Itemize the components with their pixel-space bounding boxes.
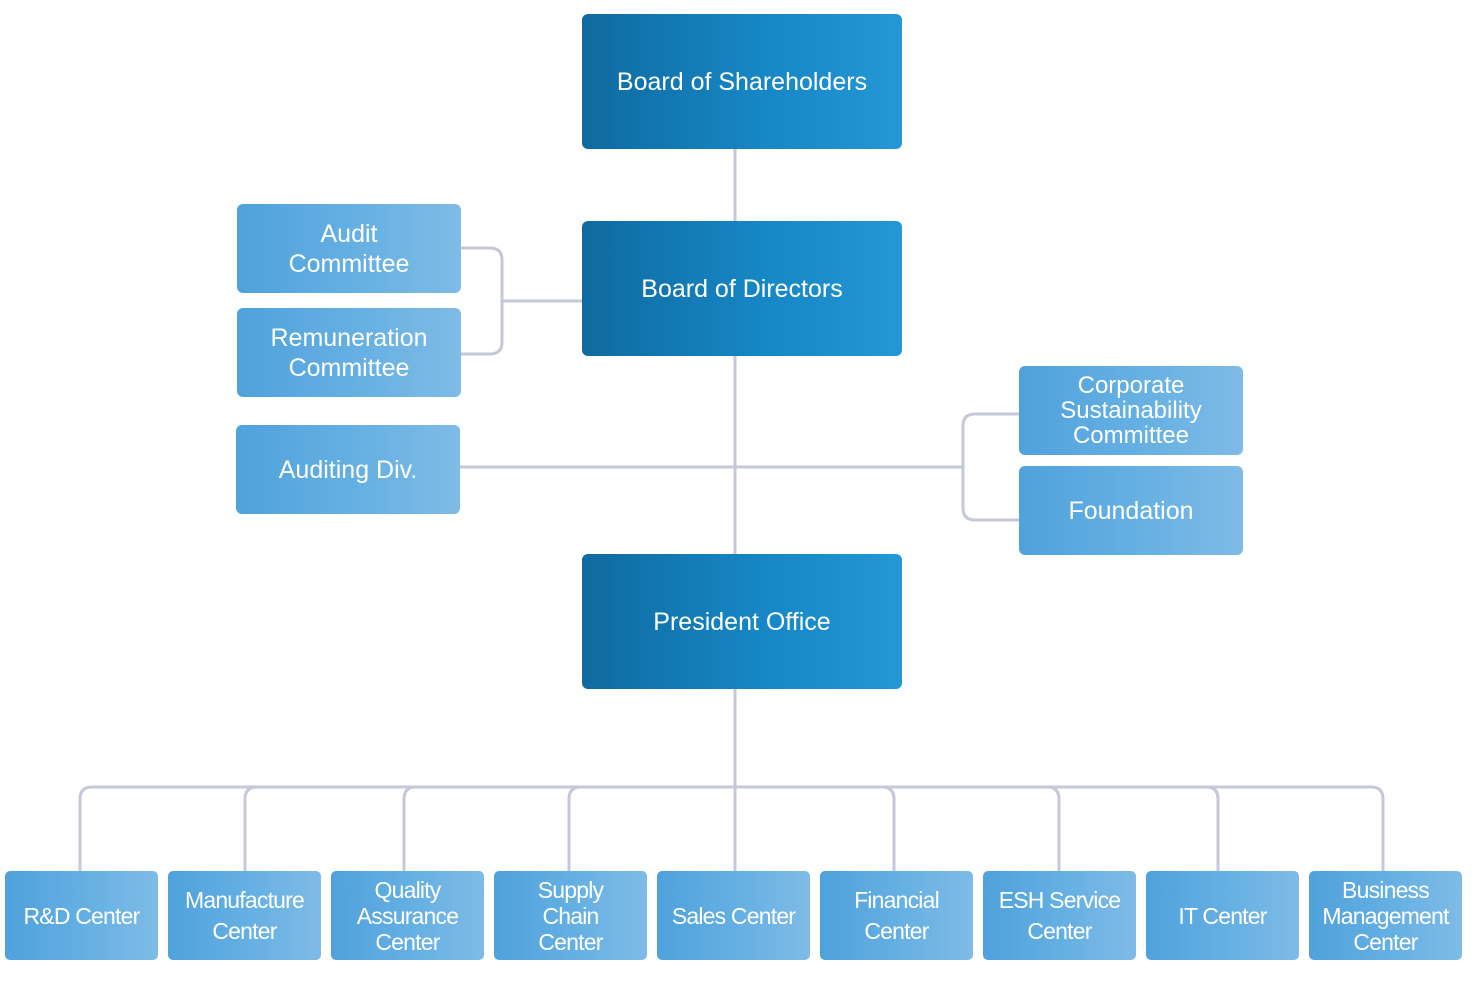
center-supply-chain: Supply Chain Center	[494, 871, 647, 960]
president-office: President Office	[582, 554, 902, 689]
center-rd: R&D Center	[5, 871, 158, 960]
corporate-sustainability-committee: Corporate Sustainability Committee	[1019, 366, 1243, 455]
connector-committees	[461, 246, 583, 356]
audit-committee: Audit Committee	[237, 204, 461, 293]
foundation: Foundation	[1019, 466, 1243, 555]
center-manufacture: Manufacture Center	[168, 871, 321, 960]
center-esh-service: ESH Service Center	[983, 871, 1136, 960]
center-it: IT Center	[1146, 871, 1299, 960]
connector-center-drops	[78, 785, 1385, 872]
center-sales: Sales Center	[657, 871, 810, 960]
auditing-div: Auditing Div.	[236, 425, 460, 514]
center-financial: Financial Center	[820, 871, 973, 960]
board-of-directors: Board of Directors	[582, 221, 902, 356]
remuneration-committee: Remuneration Committee	[237, 308, 461, 397]
board-of-shareholders: Board of Shareholders	[582, 14, 902, 149]
connector-sustainability-foundation	[961, 412, 1020, 522]
center-quality-assurance: Quality Assurance Center	[331, 871, 484, 960]
center-business-management: Business Management Center	[1309, 871, 1462, 960]
